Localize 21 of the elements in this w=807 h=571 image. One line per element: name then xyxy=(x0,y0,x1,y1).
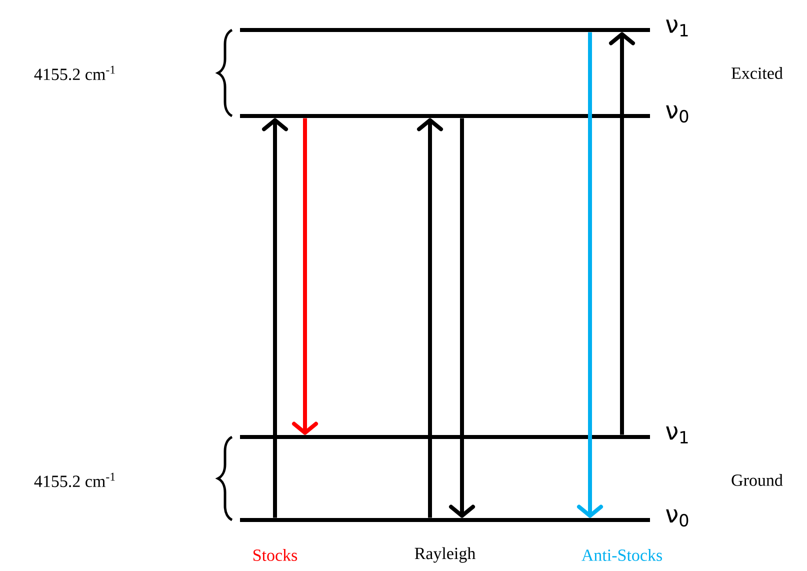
label: Excited xyxy=(732,67,783,79)
level-label: ν$_{1}$ xyxy=(666,20,688,36)
arrow xyxy=(417,118,443,518)
arrow xyxy=(262,118,288,518)
level-label: ν$_{0}$ xyxy=(666,509,688,527)
energy-level xyxy=(240,28,650,32)
energy-level xyxy=(240,434,650,439)
label: Anti-Stocks xyxy=(582,549,662,561)
level-label: ν$_{0}$ xyxy=(666,105,688,123)
label: 4155.2 cm$^{-1}$ xyxy=(34,472,115,488)
label: Stocks xyxy=(253,549,298,561)
arrow xyxy=(577,32,603,518)
label: 4155.2 cm$^{-1}$ xyxy=(34,66,115,80)
arrow xyxy=(609,32,635,435)
arrow xyxy=(292,118,318,435)
energy-level xyxy=(240,114,650,118)
energy-level xyxy=(240,518,650,522)
arrow xyxy=(449,118,475,518)
label: Ground xyxy=(732,474,783,486)
level-label: ν$_{1}$ xyxy=(666,426,688,444)
label: Rayleigh xyxy=(414,547,476,563)
